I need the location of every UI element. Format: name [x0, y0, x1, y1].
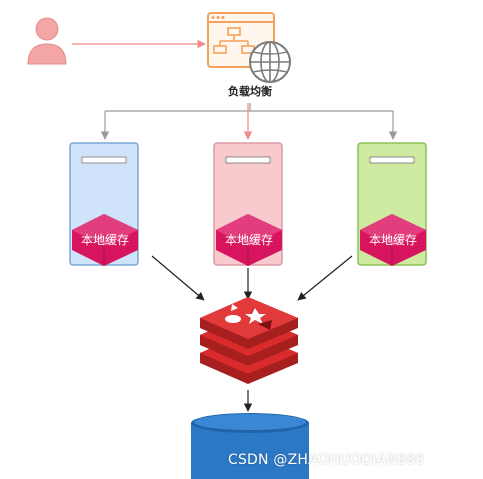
lb-distribution-connector: [100, 103, 398, 140]
user-icon: [27, 17, 67, 65]
database-icon: [191, 413, 309, 479]
local-cache-cube-left: [72, 214, 138, 266]
load-balancer-label: 负载均衡: [228, 84, 272, 98]
local-cache-label: 本地缓存: [225, 233, 273, 247]
local-cache-cube-right: [360, 214, 426, 266]
local-cache-cube-middle: [216, 214, 282, 266]
local-cache-label: 本地缓存: [81, 233, 129, 247]
servers-to-redis-arrows: [151, 255, 353, 301]
watermark: CSDN @ZHAOHUODIAN888: [228, 452, 425, 468]
globe-icon: [249, 41, 291, 83]
redis-icon: [200, 297, 298, 384]
local-cache-label: 本地缓存: [369, 233, 417, 247]
